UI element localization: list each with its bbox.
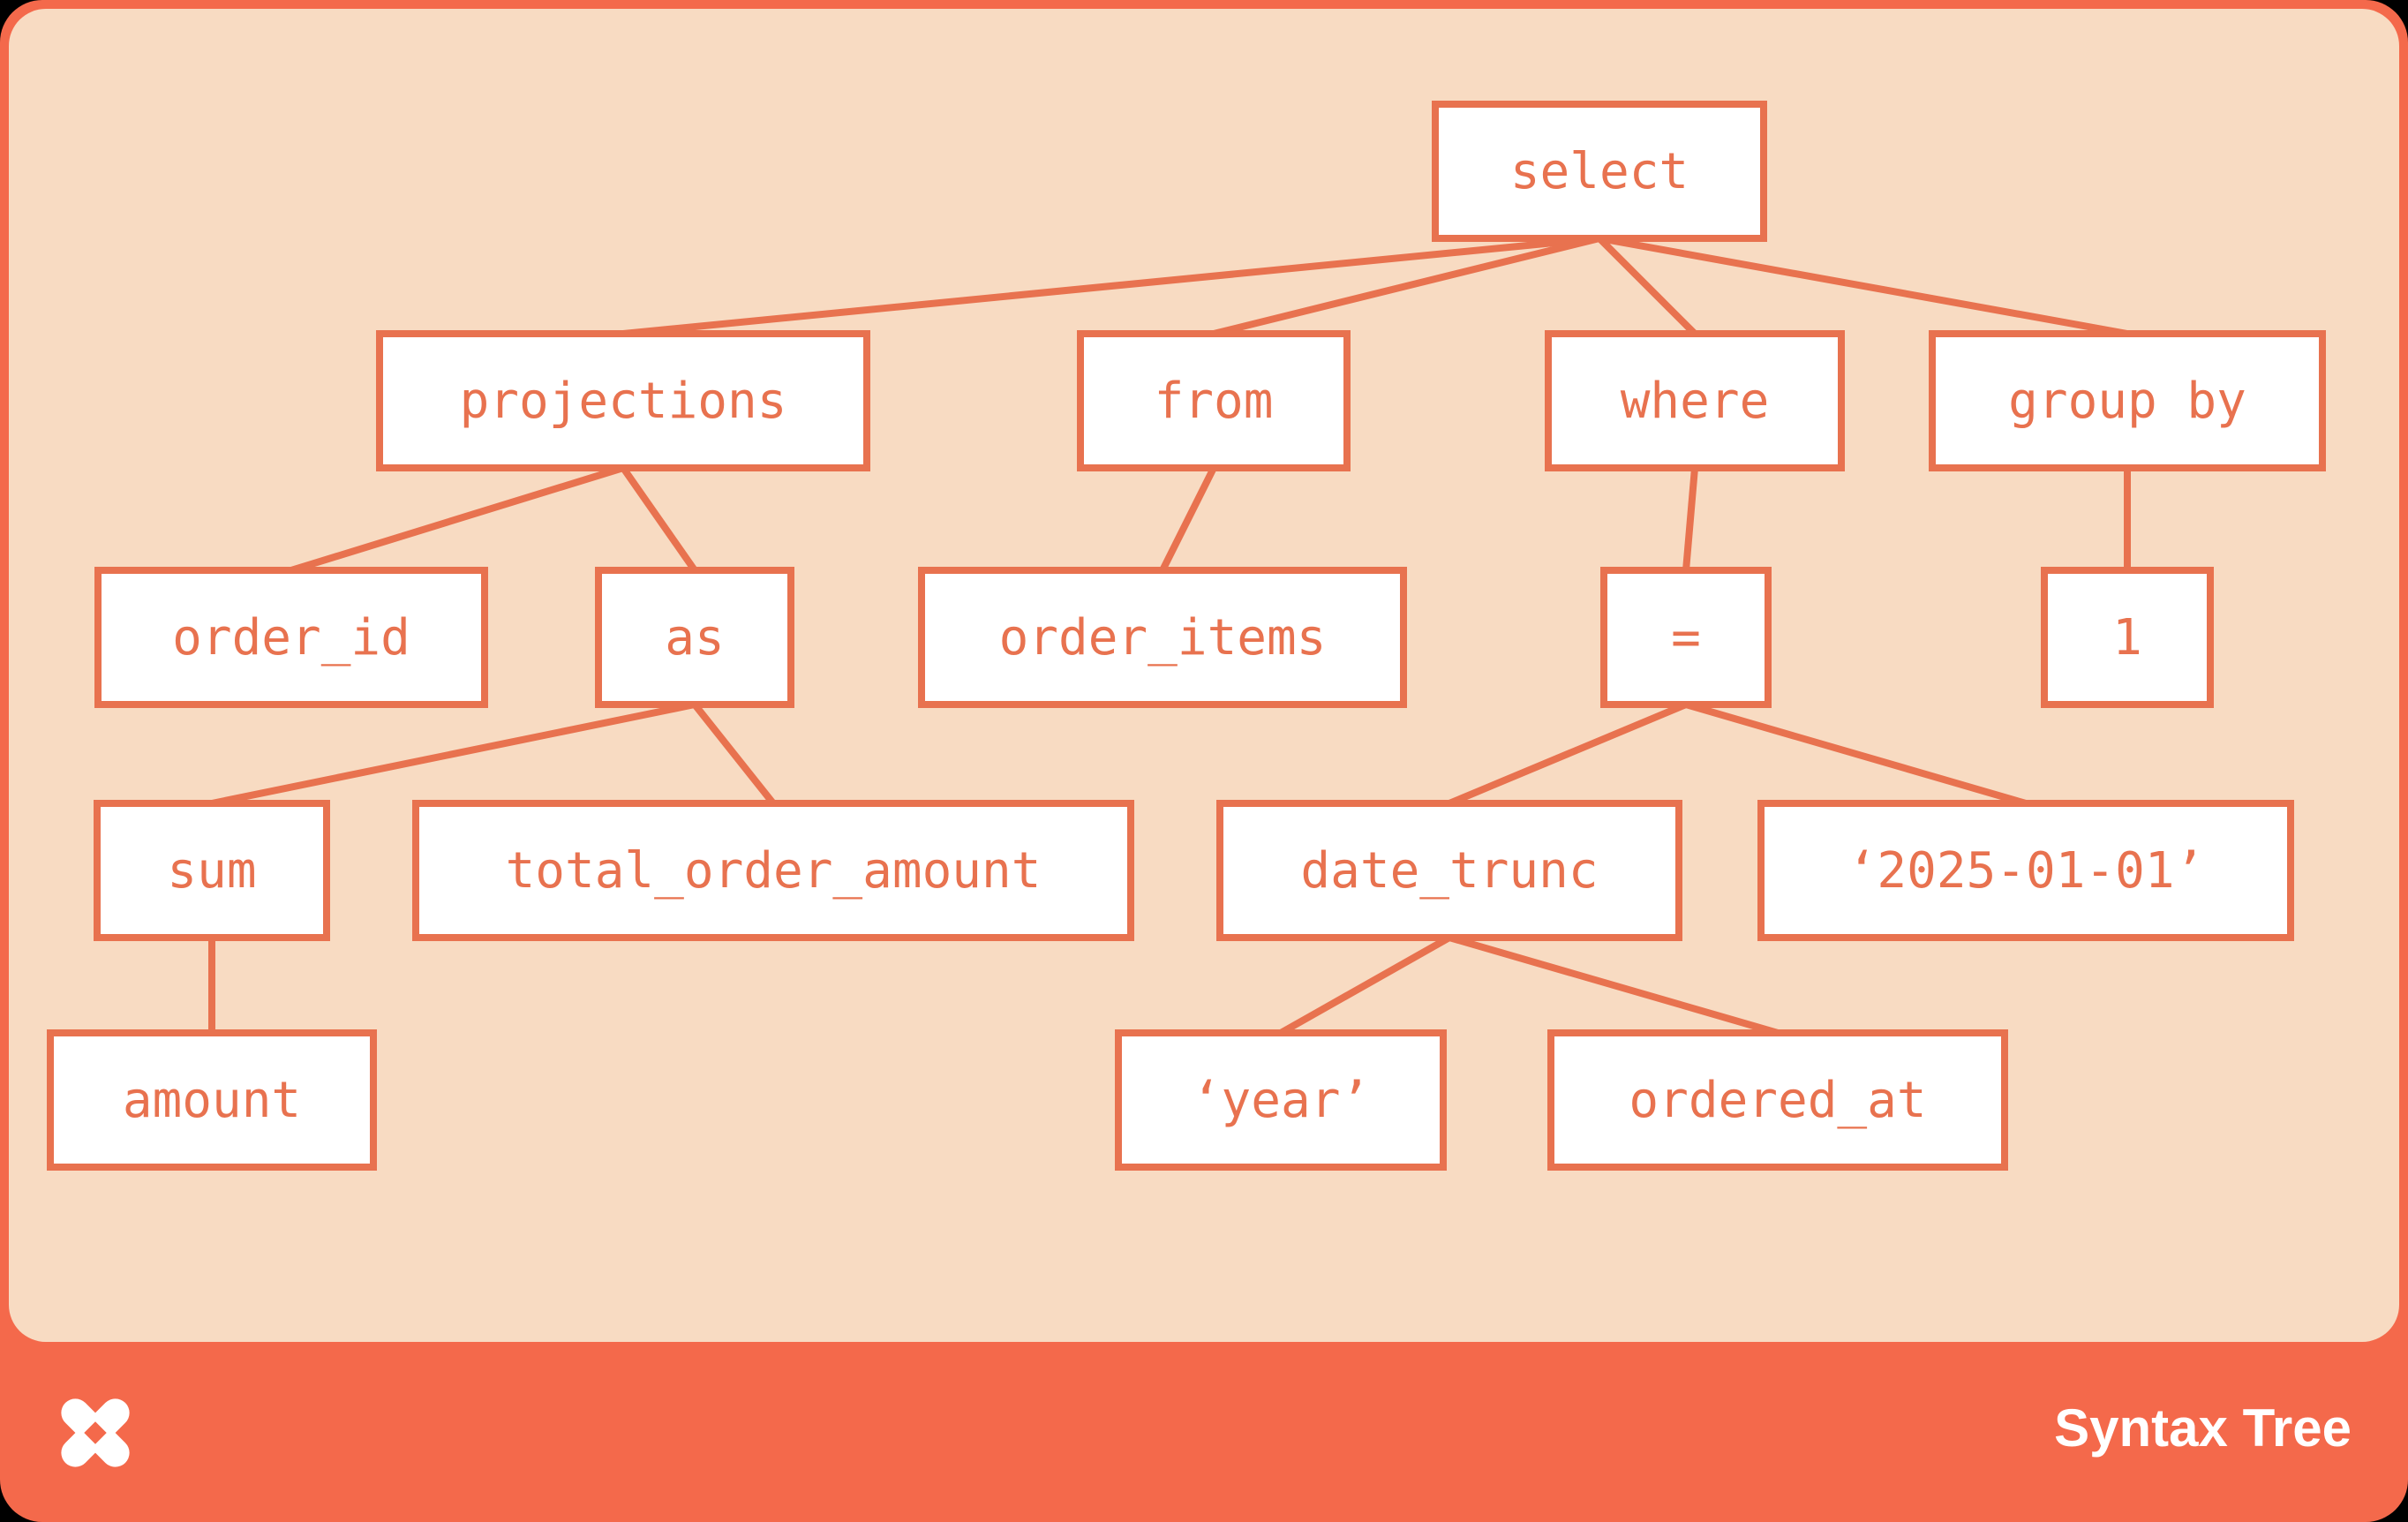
footer-title: Syntax Tree <box>2054 1398 2352 1458</box>
dbt-logo-icon <box>61 1398 130 1467</box>
tree-node-one: 1 <box>2041 567 2214 708</box>
tree-node-where: where <box>1545 330 1845 471</box>
tree-node-from: from <box>1077 330 1351 471</box>
tree-node-ordered_at: ordered_at <box>1547 1029 2008 1171</box>
tree-node-order_id: order_id <box>94 567 488 708</box>
tree-node-sum: sum <box>94 800 330 941</box>
tree-node-as: as <box>595 567 794 708</box>
tree-node-total_order_amount: total_order_amount <box>412 800 1134 941</box>
tree-node-date_literal: ‘2025-01-01’ <box>1757 800 2294 941</box>
tree-node-projections: projections <box>376 330 870 471</box>
tree-node-order_items: order_items <box>918 567 1407 708</box>
tree-node-date_trunc: date_trunc <box>1216 800 1682 941</box>
tree-node-year_literal: ‘year’ <box>1115 1029 1447 1171</box>
tree-node-group_by: group by <box>1929 330 2326 471</box>
tree-node-eq: = <box>1600 567 1772 708</box>
tree-node-amount: amount <box>47 1029 377 1171</box>
tree-node-select: select <box>1432 101 1767 242</box>
